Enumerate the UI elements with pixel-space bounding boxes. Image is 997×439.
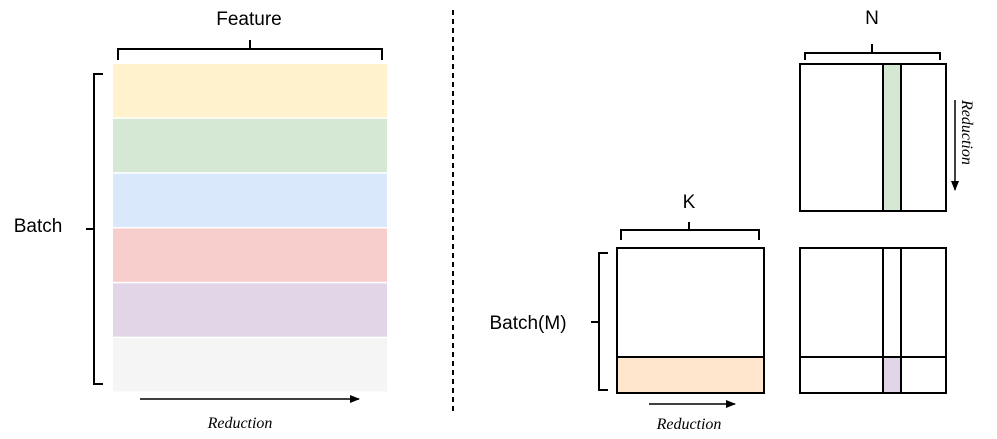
batch-row-4 — [113, 228, 387, 282]
feature-label: Feature — [216, 9, 281, 30]
matrix-c — [799, 247, 947, 394]
matrix-a — [616, 247, 765, 394]
matrix-b — [799, 63, 947, 212]
left-panel: Feature Batch Reduction — [14, 9, 387, 432]
reduction-label: Reduction — [207, 415, 273, 432]
batch-m-bracket — [591, 252, 608, 391]
batch-m-label: Batch(M) — [489, 313, 566, 334]
n-label: N — [865, 8, 879, 29]
batch-rows — [113, 64, 387, 392]
batch-row-5 — [113, 283, 387, 337]
batch-row-2 — [113, 118, 387, 173]
feature-bracket — [117, 40, 383, 60]
batch-row-1 — [113, 64, 387, 118]
batch-label: Batch — [14, 216, 63, 237]
bottom-reduction-label: Reduction — [656, 416, 722, 433]
side-reduction-label: Reduction — [958, 99, 975, 165]
a-row-highlight — [617, 357, 764, 393]
batch-row-3 — [113, 173, 387, 227]
k-label: K — [683, 192, 696, 213]
b-column-highlight — [883, 64, 901, 211]
batch-row-6 — [113, 338, 387, 392]
c-cell-highlight — [883, 357, 901, 393]
batch-bracket — [86, 73, 103, 385]
k-bracket — [620, 222, 760, 240]
right-panel: N Reduction K Batch(M) Reduction — [489, 8, 975, 433]
n-bracket — [804, 44, 941, 60]
